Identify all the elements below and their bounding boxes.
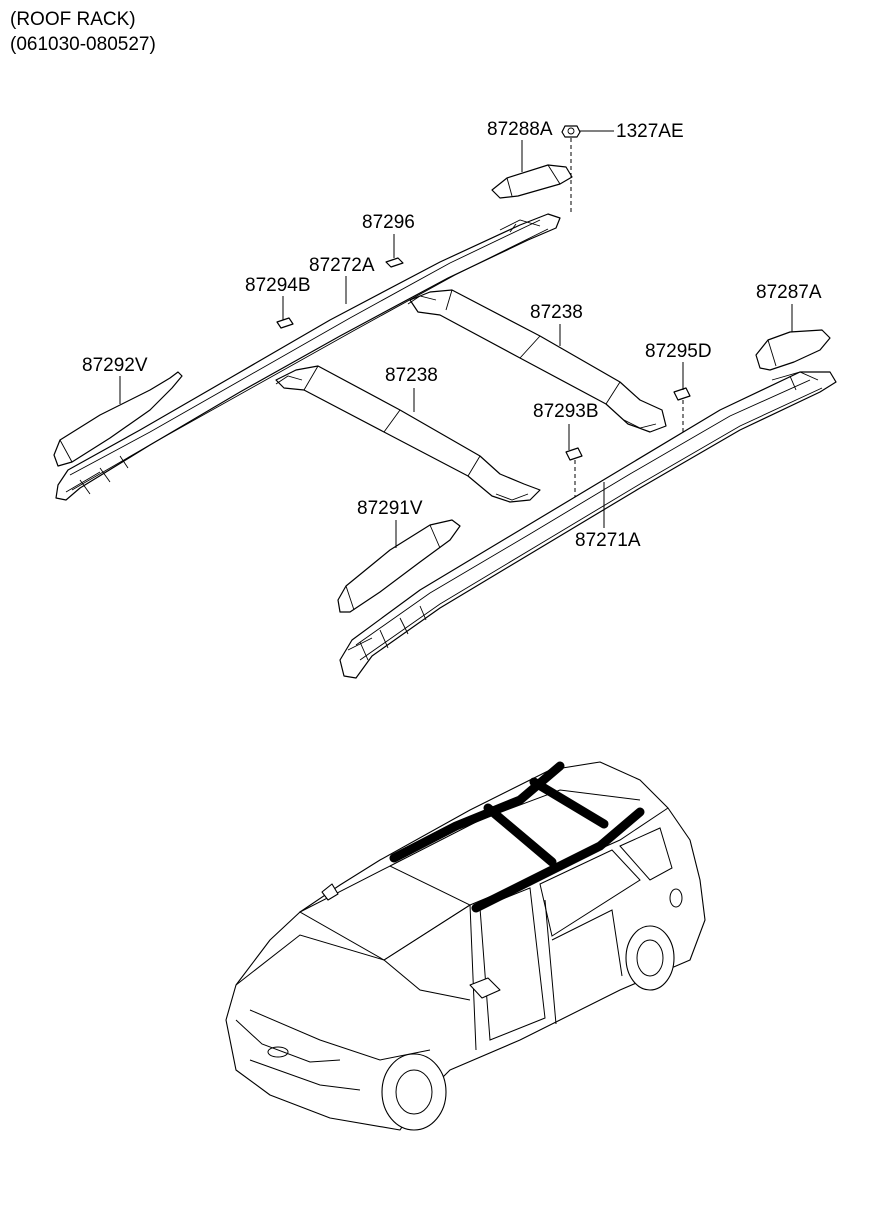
leader-lines — [119, 130, 793, 548]
clip-87293b — [565, 447, 583, 461]
part-label-1327ae[interactable]: 1327AE — [616, 121, 684, 142]
part-label-87291v[interactable]: 87291V — [357, 498, 423, 519]
part-label-87292v[interactable]: 87292V — [82, 355, 148, 376]
front-end-cover-87291v — [337, 519, 461, 613]
part-label-87238-upper[interactable]: 87238 — [530, 302, 583, 323]
rear-end-cover-87287a — [755, 329, 831, 371]
part-label-87295d[interactable]: 87295D — [645, 341, 712, 362]
cross-bar-87238-upper — [407, 289, 667, 433]
part-label-87288a[interactable]: 87288A — [487, 119, 553, 140]
left-roof-rail-87272a — [55, 213, 561, 501]
car-location-icon — [225, 761, 706, 1131]
clip-87295d — [673, 387, 691, 401]
nut-1327ae — [561, 125, 581, 212]
cross-bar-87238-lower — [275, 365, 541, 503]
part-label-87271a[interactable]: 87271A — [575, 530, 641, 551]
diagram-title: (ROOF RACK) — [10, 9, 136, 30]
right-roof-rail-87271a — [339, 371, 837, 679]
rear-end-cover-87288a — [491, 164, 573, 199]
front-end-cover-87292v — [53, 371, 183, 467]
diagram-date-range: (061030-080527) — [10, 34, 156, 55]
part-label-87238-lower[interactable]: 87238 — [385, 365, 438, 386]
part-label-87294b[interactable]: 87294B — [245, 275, 311, 296]
part-label-87296[interactable]: 87296 — [362, 212, 415, 233]
part-label-87287a[interactable]: 87287A — [756, 282, 822, 303]
clip-87294b — [276, 317, 294, 329]
part-label-87272a[interactable]: 87272A — [309, 255, 375, 276]
clip-87296 — [385, 257, 404, 268]
part-label-87293b[interactable]: 87293B — [533, 401, 599, 422]
